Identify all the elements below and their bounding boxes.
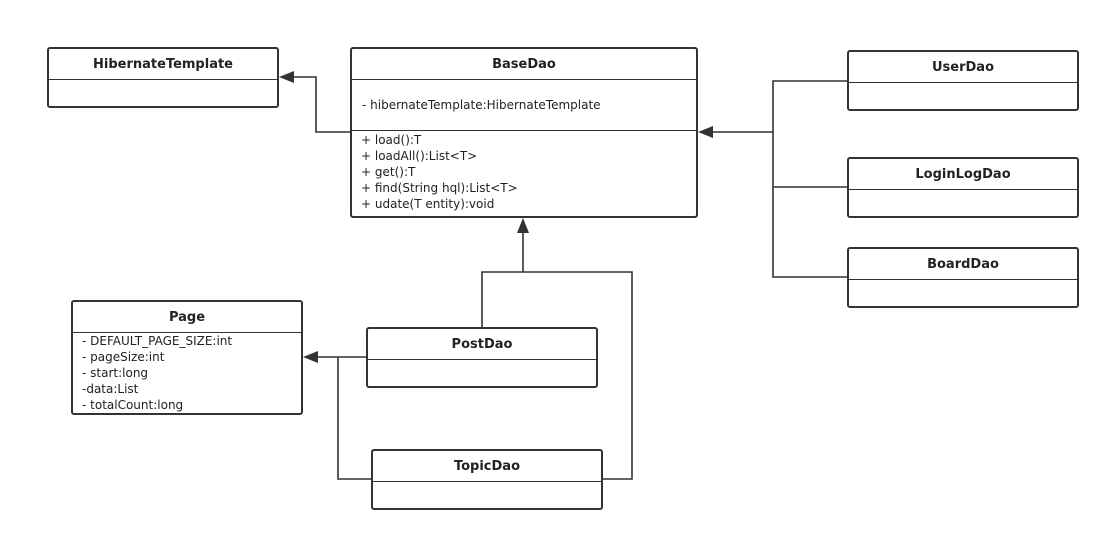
class-name: UserDao — [849, 52, 1077, 83]
method-line: + get():T — [361, 165, 416, 179]
class-body — [849, 190, 1077, 216]
edge-topicdao-to-basedao — [523, 271, 633, 480]
attribute-line: - pageSize:int — [82, 350, 165, 364]
method-line: + load():T — [361, 133, 422, 147]
edge-topicdao-to-page — [337, 357, 371, 480]
attributes-section: - DEFAULT_PAGE_SIZE:int - pageSize:int -… — [73, 333, 301, 413]
class-body — [849, 83, 1077, 109]
edge-postdao-to-basedao — [481, 233, 524, 327]
attributes-section: - hibernateTemplate:HibernateTemplate — [352, 80, 696, 131]
edge-userdao-to-basedao — [772, 80, 847, 132]
methods-section: + load():T + loadAll():List<T> + get():T… — [352, 131, 696, 212]
arrowhead-to-hibernatetemplate — [279, 71, 294, 83]
class-name: PostDao — [368, 329, 596, 360]
class-box-userdao[interactable]: UserDao — [847, 50, 1079, 111]
class-name: BaseDao — [352, 49, 696, 80]
class-box-postdao[interactable]: PostDao — [366, 327, 598, 388]
class-name: LoginLogDao — [849, 159, 1077, 190]
method-line: + find(String hql):List<T> — [361, 181, 518, 195]
class-name: BoardDao — [849, 249, 1077, 280]
method-line: + loadAll():List<T> — [361, 149, 478, 163]
attribute-line: - DEFAULT_PAGE_SIZE:int — [82, 334, 233, 348]
edge-boarddao-to-basedao — [713, 131, 847, 278]
method-line: + udate(T entity):void — [361, 197, 495, 211]
class-body — [49, 80, 277, 106]
class-box-loginlogdao[interactable]: LoginLogDao — [847, 157, 1079, 218]
arrowhead-to-page — [303, 351, 318, 363]
class-name: TopicDao — [373, 451, 601, 482]
attribute-line: - totalCount:long — [82, 398, 184, 412]
class-name: HibernateTemplate — [49, 49, 277, 80]
attribute-line: - hibernateTemplate:HibernateTemplate — [362, 98, 601, 112]
class-body — [368, 360, 596, 386]
class-name: Page — [73, 302, 301, 333]
edge-basedao-to-hibernatetemplate — [294, 76, 350, 133]
class-body — [849, 280, 1077, 306]
attribute-line: - start:long — [82, 366, 149, 380]
class-box-basedao[interactable]: BaseDao - hibernateTemplate:HibernateTem… — [350, 47, 698, 218]
arrowhead-to-basedao-right — [698, 126, 713, 138]
arrowhead-to-basedao-bottom — [517, 218, 529, 233]
attribute-line: -data:List — [82, 382, 139, 396]
class-box-boarddao[interactable]: BoardDao — [847, 247, 1079, 308]
class-box-page[interactable]: Page - DEFAULT_PAGE_SIZE:int - pageSize:… — [71, 300, 303, 415]
class-box-hibernatetemplate[interactable]: HibernateTemplate — [47, 47, 279, 108]
class-box-topicdao[interactable]: TopicDao — [371, 449, 603, 510]
class-body — [373, 482, 601, 508]
